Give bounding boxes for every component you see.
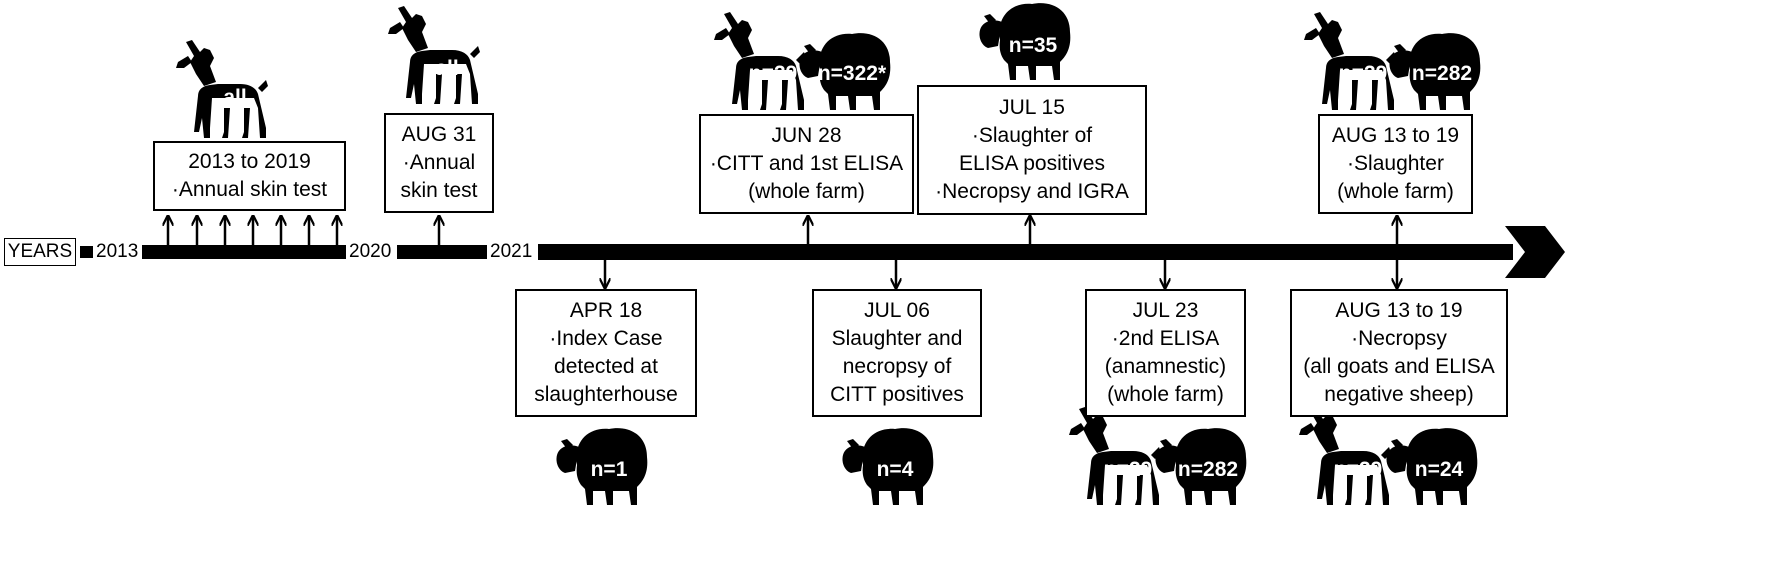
axis-segment-2020 (397, 245, 492, 259)
animal-count-label: n=282 (1178, 458, 1238, 481)
year-label-2013: 2013 (93, 240, 142, 264)
year-label-2020: 2020 (346, 240, 395, 264)
animal-count-label: n=35 (1009, 34, 1058, 57)
event-box-2013-2019: 2013 to 2019·Annual skin test (153, 141, 346, 211)
event-box-aug13-slaughter: AUG 13 to 19·Slaughter(whole farm) (1318, 114, 1473, 214)
year-label-2021: 2021 (487, 240, 536, 264)
event-up-arrows (439, 216, 1397, 245)
animal-count-label: all (223, 86, 246, 109)
goat-icon (1069, 407, 1161, 505)
animal-count-label: n=322* (818, 62, 887, 85)
animal-count-label: all (435, 57, 458, 80)
goat-icon (1299, 407, 1391, 505)
goat-icon (388, 6, 480, 104)
goat-icon (176, 40, 268, 138)
annual-test-arrows (168, 216, 337, 245)
goat-icon (714, 12, 806, 110)
animal-count-label: n=1 (591, 458, 628, 481)
years-label: YEARS (4, 238, 76, 266)
axis-segment-2021 (538, 244, 1513, 260)
animal-count-label: n=29 (749, 62, 797, 85)
goat-icon (1304, 12, 1396, 110)
animal-count-label: n=24 (1415, 458, 1464, 481)
animal-count-label: n=4 (877, 458, 914, 481)
event-down-arrows (605, 260, 1397, 288)
animal-count-label: n=29 (1334, 458, 1382, 481)
animal-count-label: n=282 (1412, 62, 1472, 85)
animal-count-label: n=29 (1339, 62, 1387, 85)
animal-count-label: n=29 (1104, 458, 1152, 481)
axis-arrowhead (1505, 226, 1565, 278)
event-box-jun28: JUN 28·CITT and 1st ELISA(whole farm) (699, 114, 914, 214)
event-box-aug13-necropsy: AUG 13 to 19·Necropsy(all goats and ELIS… (1290, 289, 1508, 417)
axis-segment-2013-2019 (142, 245, 350, 259)
event-box-jul23: JUL 23·2nd ELISA(anamnestic)(whole farm) (1085, 289, 1246, 417)
